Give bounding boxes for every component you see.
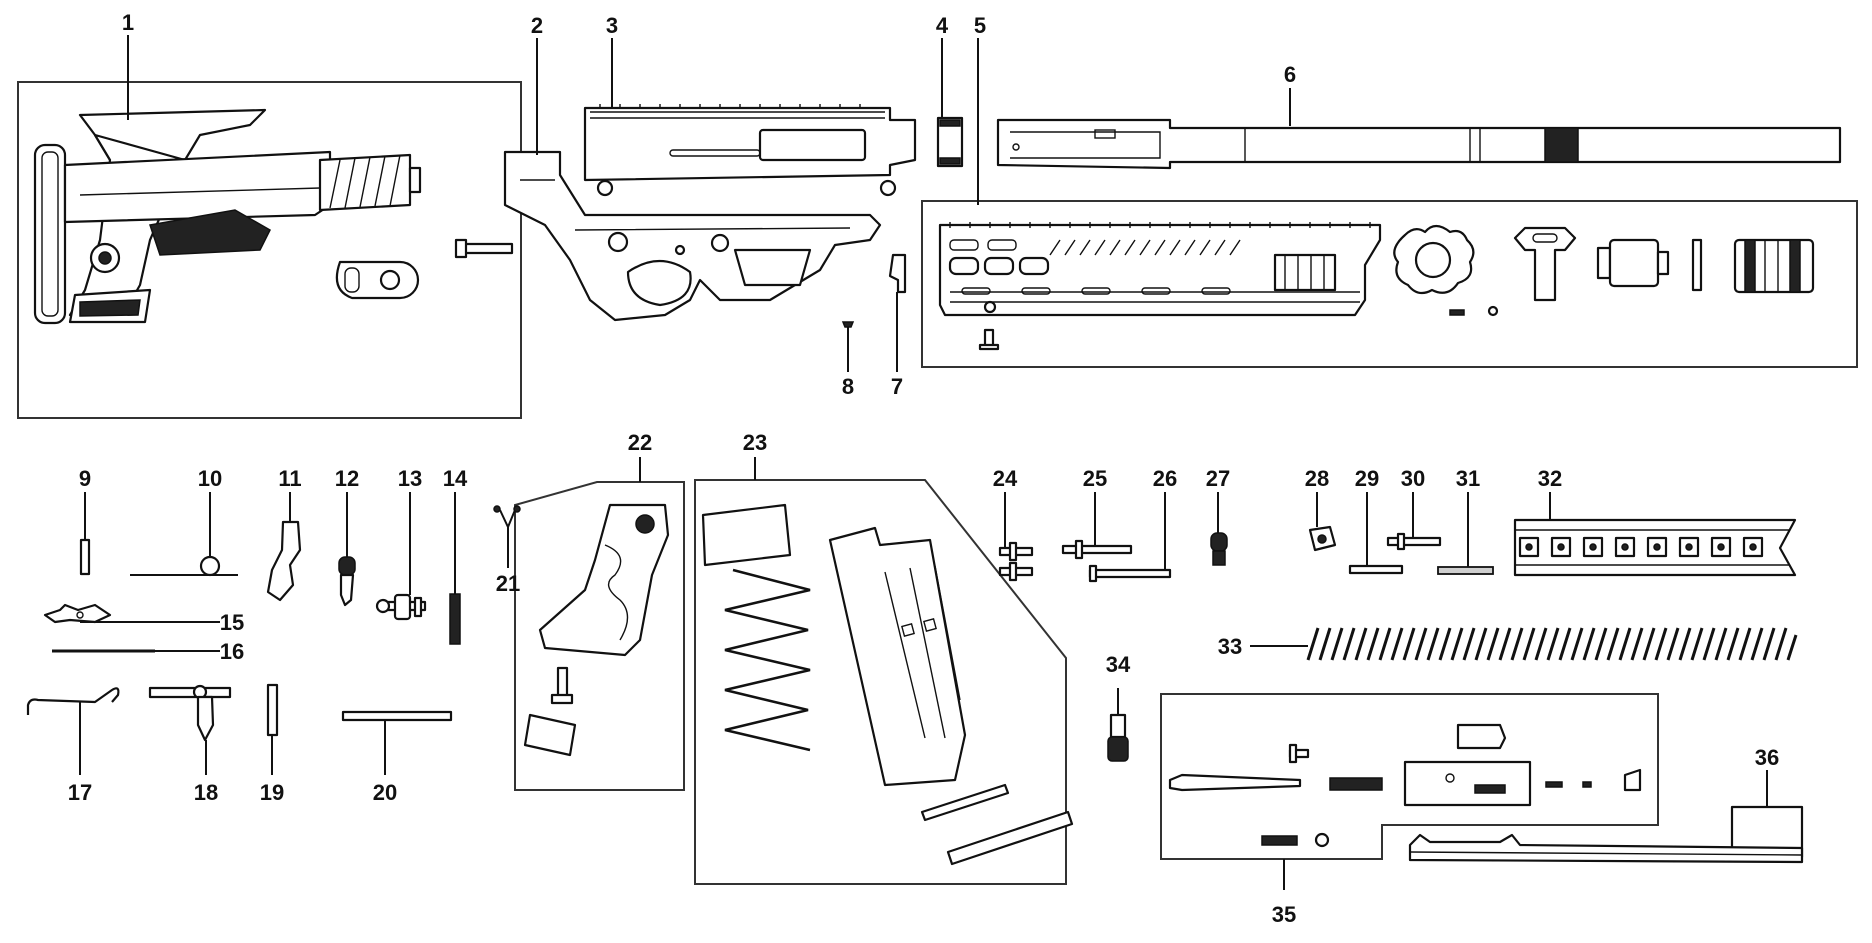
- part-19-pin: [266, 683, 279, 737]
- label-part-8: 8: [842, 374, 854, 399]
- part-31-plate: [1437, 566, 1494, 575]
- part-20-rod: [341, 710, 453, 722]
- part-4-block: [936, 116, 964, 168]
- part-5-charging-handle: [1513, 226, 1577, 302]
- label-part-33: 33: [1218, 634, 1242, 659]
- label-part-5: 5: [974, 13, 986, 38]
- label-part-26: 26: [1153, 466, 1177, 491]
- part-21-spring-pins: [493, 505, 521, 555]
- label-part-1: 1: [122, 10, 134, 35]
- part-29-pin: [1348, 564, 1404, 575]
- label-part-35: 35: [1272, 902, 1296, 927]
- part-5-pin: [1691, 238, 1703, 292]
- part-5-handguard: [938, 222, 1382, 351]
- part-26-pin: [1088, 564, 1172, 583]
- part-9-pin: [79, 538, 91, 576]
- label-part-19: 19: [260, 780, 284, 805]
- part-8-pin: [841, 321, 855, 345]
- label-part-11: 11: [278, 466, 301, 491]
- part-14-spring: [449, 593, 461, 645]
- label-part-17: 17: [68, 780, 92, 805]
- label-part-24: 24: [993, 466, 1018, 491]
- label-part-20: 20: [373, 780, 397, 805]
- part-15-trigger-bar: [43, 603, 112, 624]
- label-part-10: 10: [198, 466, 222, 491]
- label-part-28: 28: [1305, 466, 1329, 491]
- part-1-stock: [33, 108, 422, 325]
- label-part-13: 13: [398, 466, 422, 491]
- label-part-2: 2: [531, 13, 543, 38]
- part-5-muzzle-device: [1733, 238, 1815, 294]
- part-25-pin: [1061, 539, 1133, 560]
- part-12-disconnector: [338, 556, 356, 607]
- group-box-stock: [17, 81, 522, 419]
- part-34-plunger: [1107, 713, 1129, 762]
- part-3-upper-receiver: [583, 104, 917, 197]
- part-11-hammer: [266, 520, 302, 602]
- label-part-23: 23: [743, 430, 767, 455]
- label-part-7: 7: [891, 374, 903, 399]
- label-part-9: 9: [79, 466, 91, 491]
- label-part-27: 27: [1206, 466, 1230, 491]
- part-33-recoil-spring: [1250, 627, 1798, 661]
- part-1-screw: [454, 238, 514, 259]
- part-17-spring: [26, 687, 120, 715]
- label-part-6: 6: [1284, 62, 1296, 87]
- group-box-handguard: [921, 200, 1858, 368]
- group-box-grip: [514, 481, 685, 791]
- part-10-detent-rod: [130, 555, 238, 577]
- part-5-small-pin: [1449, 309, 1465, 316]
- part-7-latch: [888, 253, 907, 294]
- label-part-16: 16: [220, 639, 244, 664]
- part-22-grip: [523, 503, 670, 757]
- label-part-31: 31: [1456, 466, 1480, 491]
- part-35-bolt-group: [1168, 723, 1642, 848]
- label-part-12: 12: [335, 466, 359, 491]
- label-part-34: 34: [1106, 652, 1131, 677]
- part-23-magazine: [701, 503, 1074, 866]
- label-part-25: 25: [1083, 466, 1107, 491]
- label-part-21: 21: [496, 571, 520, 596]
- part-24-pins: [998, 541, 1034, 582]
- part-5-barrel-nut: [1393, 224, 1475, 295]
- label-part-30: 30: [1401, 466, 1425, 491]
- part-36-slide: [1408, 805, 1804, 864]
- part-18-trigger: [148, 684, 232, 742]
- label-part-4: 4: [936, 13, 949, 38]
- part-5-gas-block: [1596, 238, 1670, 288]
- label-part-32: 32: [1538, 466, 1562, 491]
- part-1-sling-swivel: [335, 260, 420, 300]
- leader-lines: [79, 35, 1768, 890]
- label-part-14: 14: [443, 466, 468, 491]
- part-32-rail: [1513, 518, 1797, 577]
- label-part-15: 15: [220, 610, 244, 635]
- group-box-bolt: [1160, 693, 1659, 860]
- part-5-small-ball: [1487, 305, 1499, 317]
- part-2-lower-receiver: [503, 150, 882, 322]
- label-part-29: 29: [1355, 466, 1379, 491]
- label-part-3: 3: [606, 13, 618, 38]
- label-part-18: 18: [194, 780, 218, 805]
- part-6-barrel: [996, 118, 1842, 170]
- label-part-22: 22: [628, 430, 652, 455]
- part-13-selector: [375, 593, 427, 621]
- label-part-36: 36: [1755, 745, 1779, 770]
- part-28-block: [1308, 525, 1337, 552]
- part-27-screw: [1210, 532, 1228, 566]
- group-box-magazine: [694, 479, 1067, 885]
